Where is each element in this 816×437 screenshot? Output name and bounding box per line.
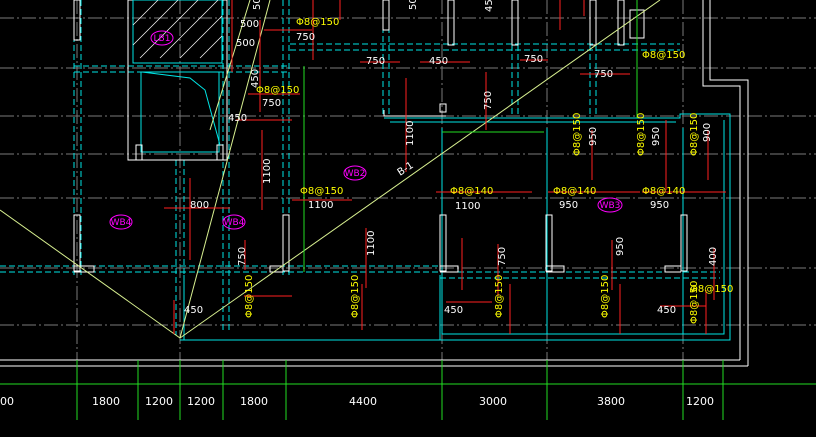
length-label: 450 [444,305,463,316]
dimension-label: 1200 [145,395,173,408]
outer-walls [0,0,749,367]
length-label: 950 [588,127,599,146]
rebar-lines [164,0,726,334]
length-label: 750 [594,69,613,80]
length-label: 1100 [366,231,377,256]
wall-segments [73,0,688,273]
rebar-spec: Φ8@150 [494,275,505,318]
rebar-spec: Φ8@150 [636,113,647,156]
rebar-spec: Φ8@150 [689,281,700,324]
diagonal-lines [0,0,661,339]
length-label: 400 [708,247,719,266]
dimension-label: 1800 [92,395,120,408]
rebar-spec: Φ8@150 [689,113,700,156]
length-label: 750 [497,247,508,266]
slab-marker-wb3 [597,197,623,213]
length-label: 1100 [308,200,333,211]
dimension-label: 1200 [187,395,215,408]
length-label: 950 [651,127,662,146]
length-label: 750 [483,91,494,110]
beam-grid [0,0,731,341]
rebar-spec: Φ8@140 [450,186,493,197]
length-label: 1100 [262,159,273,184]
slab-marker-wb4-right [222,214,246,230]
slab-marker-lb1 [150,30,174,46]
length-label: 750 [524,54,543,65]
rebar-spec: Φ8@150 [350,275,361,318]
slab-label-wb2: WB2 [345,169,366,179]
rebar-spec: Φ8@140 [642,186,685,197]
slab-label-wb4-right: WB4 [224,218,245,228]
length-label: 450 [657,305,676,316]
slab-label-wb3: WB3 [600,201,621,211]
dimension-label: 1800 [240,395,268,408]
length-label: 750 [366,56,385,67]
rebar-spec: Φ8@150 [256,85,299,96]
rebar-spec: Φ8@150 [300,186,343,197]
length-label: 450 [484,0,495,12]
length-label: 750 [296,32,315,43]
length-label: 500 [236,38,255,49]
length-label: 800 [190,200,209,211]
length-label: 500 [408,0,419,10]
dimension-label: 1200 [686,395,714,408]
slab-label-lb1: LB1 [154,34,171,44]
length-label: 500 [240,19,259,30]
elevator-shaft [127,0,228,161]
length-label: 450 [228,113,247,124]
rebar-spec: Φ8@150 [600,275,611,318]
dimension-lines [0,0,816,420]
length-label: 750 [237,247,248,266]
length-label: 450 [250,69,261,88]
slab-marker-wb4-left [109,214,133,230]
rebar-spec: Φ8@150 [572,113,583,156]
length-label: 950 [650,200,669,211]
length-label: 1100 [455,201,480,212]
rebar-spec-labels: Φ8@150 Φ8@150 Φ8@150 Φ8@150 Φ8@150 Φ8@15… [244,17,733,324]
rebar-spec: Φ8@150 [296,17,339,28]
length-label: 950 [615,237,626,256]
length-labels: 500 500 500 450 750 450 750 750 450 750 … [184,0,719,316]
rebar-spec: Φ8@140 [553,186,596,197]
slab-labels: LB1 WB2 WB4 WB4 WB3 [109,30,623,230]
dimension-labels: 00 1800 1200 1200 1800 4400 3000 3800 12… [0,395,714,408]
length-label: 500 [252,0,263,10]
slab-marker-wb2 [343,165,367,181]
dimension-label: 00 [0,395,14,408]
length-label: 950 [559,200,578,211]
length-label: 450 [429,56,448,67]
length-label: 450 [184,305,203,316]
dimension-label: 3000 [479,395,507,408]
length-label: 900 [702,123,713,142]
shaft-hatch [132,0,223,59]
length-label: 1100 [405,121,416,146]
rebar-spec: Φ8@150 [244,275,255,318]
length-label: 750 [262,98,281,109]
slab-label-wb4-left: WB4 [111,218,132,228]
dimension-label: 4400 [349,395,377,408]
rebar-spec: Φ8@150 [690,284,733,295]
dimension-label: 3800 [597,395,625,408]
rebar-spec: Φ8@150 [642,50,685,61]
